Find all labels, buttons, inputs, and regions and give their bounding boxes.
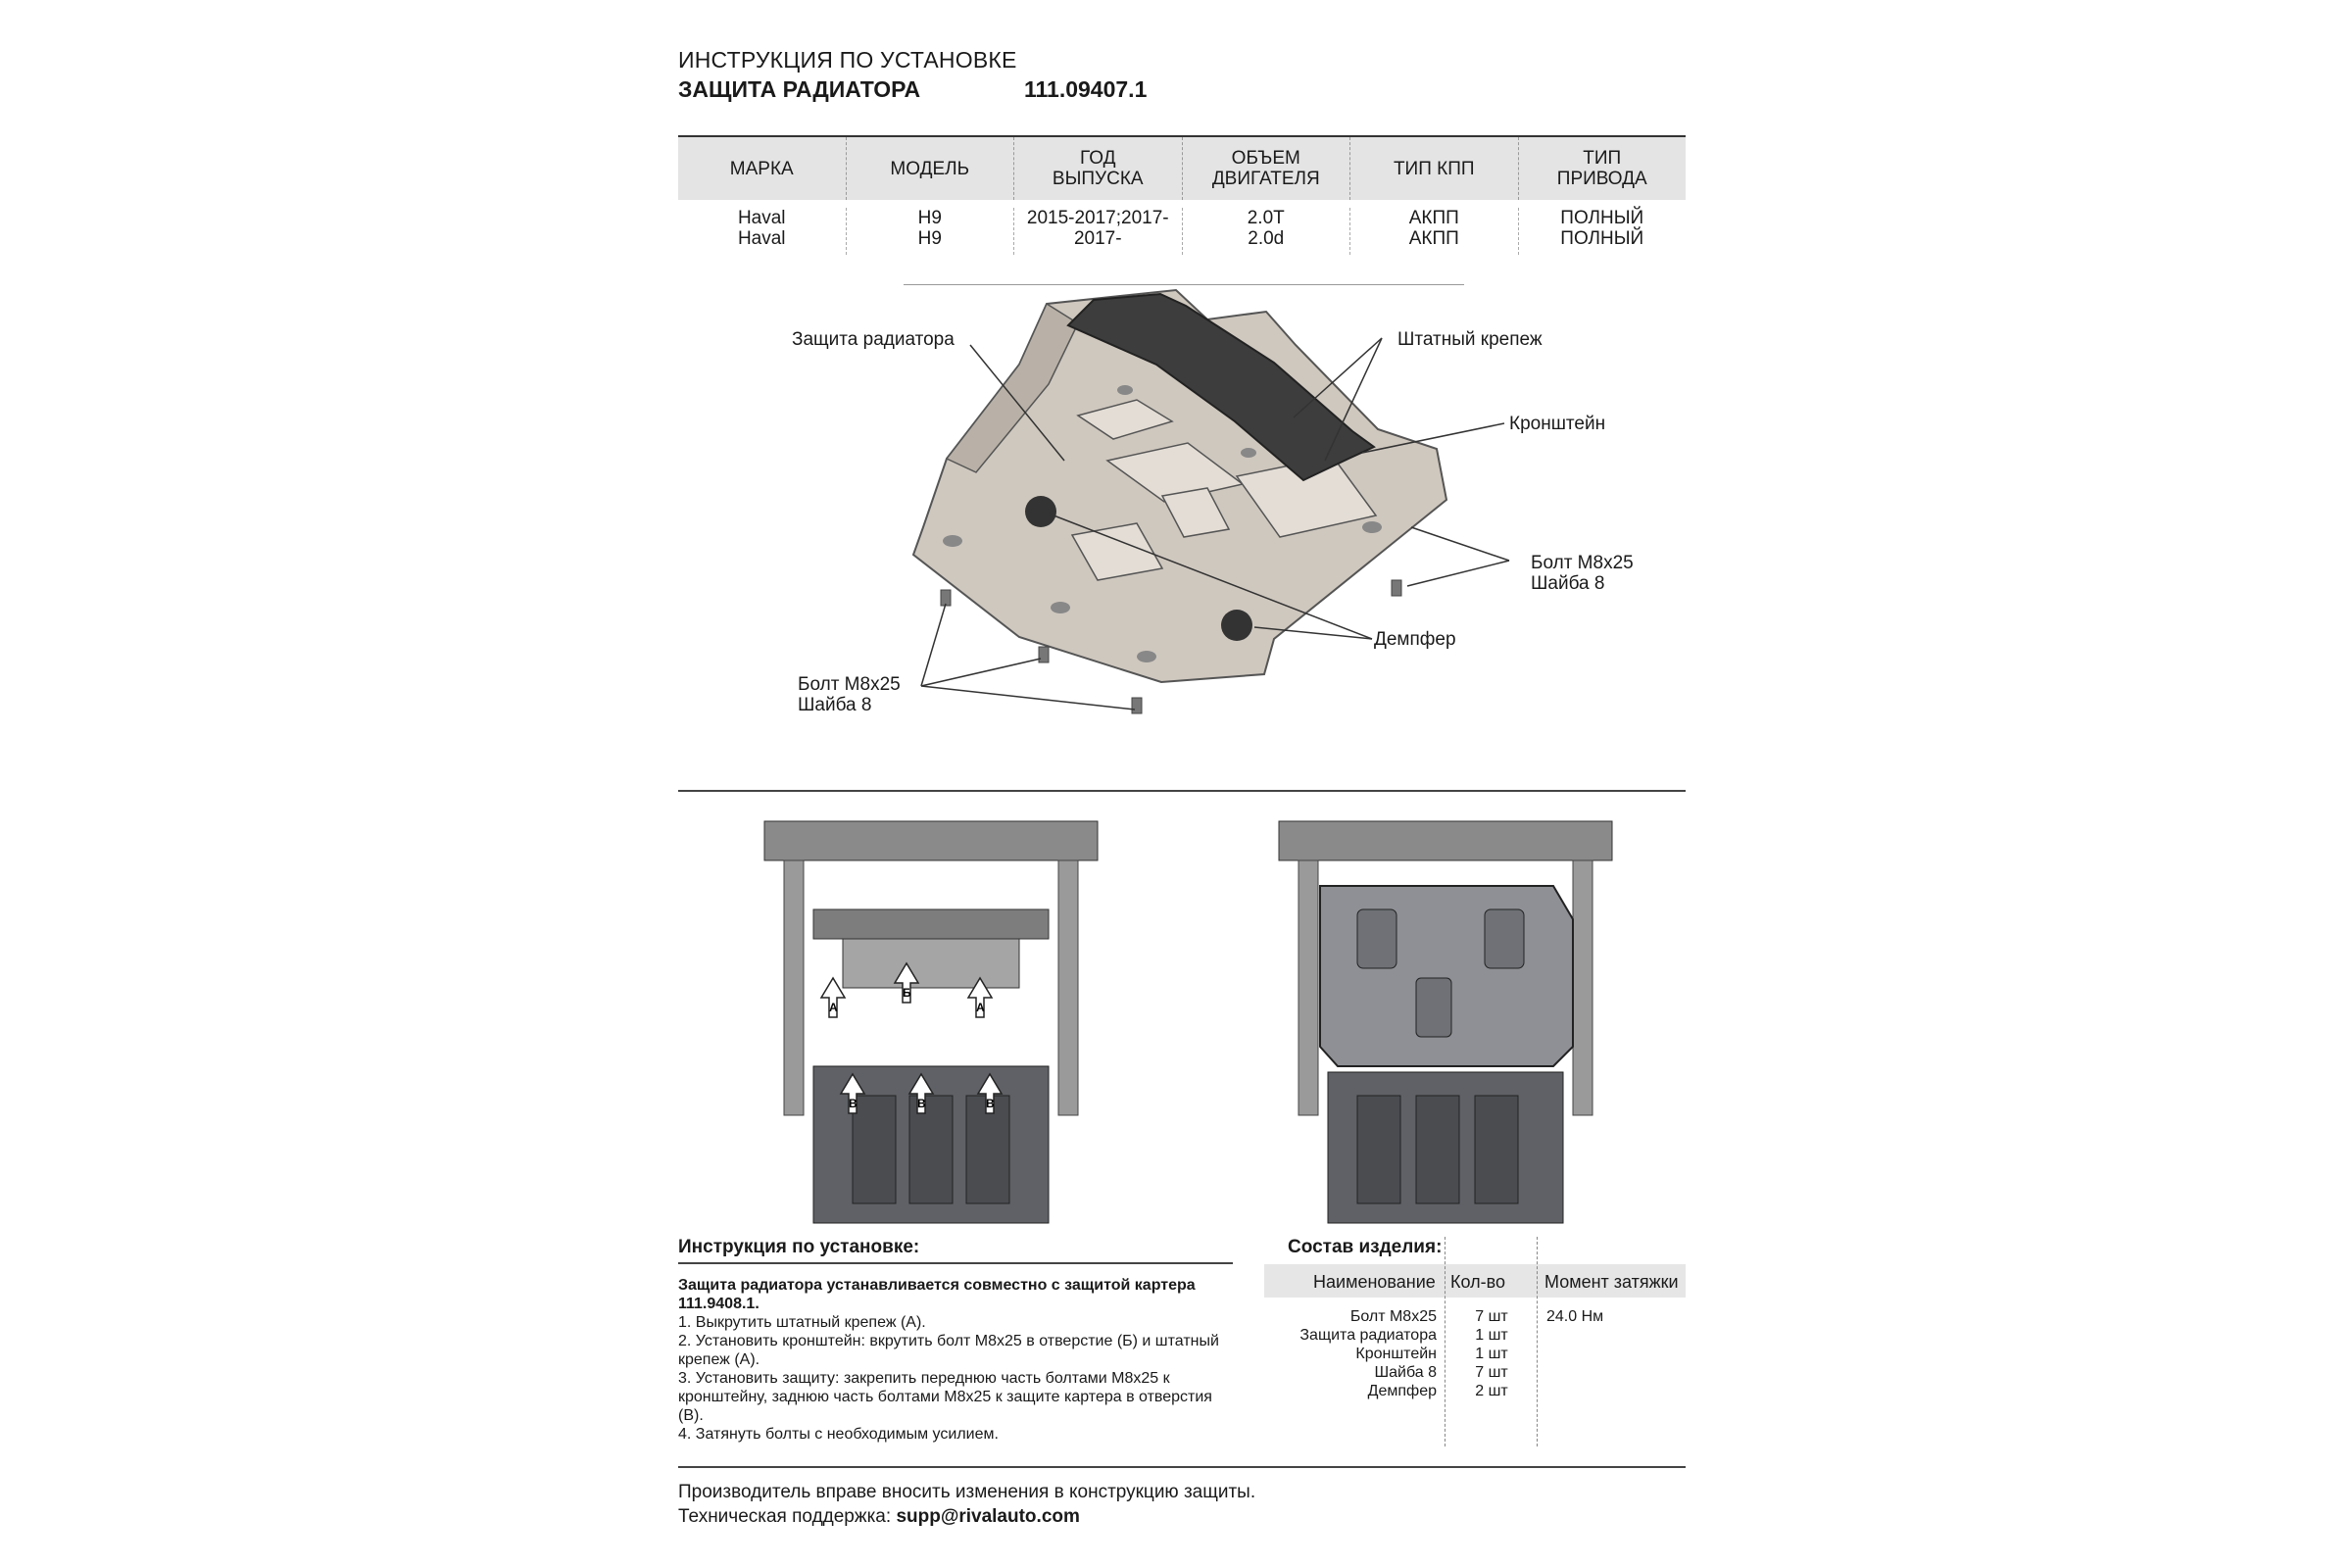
spec-cell: ПОЛНЫЙ [1560, 228, 1644, 249]
marker-v: В [986, 1097, 995, 1110]
separator [678, 790, 1686, 792]
column-divider [1537, 1237, 1538, 1446]
kit-header-name: Наименование [1313, 1272, 1436, 1292]
label-bracket: Кронштейн [1509, 414, 1606, 434]
spec-cell: 2.0T [1247, 208, 1285, 228]
kit-item-qty: 7 шт [1475, 1364, 1508, 1381]
kit-col-torque: 24.0 Нм [1546, 1307, 1684, 1326]
kit-item-qty: 1 шт [1475, 1346, 1508, 1362]
kit-table-header [1264, 1264, 1686, 1298]
spec-cell: H9 [917, 228, 942, 249]
spec-table-header: МАРКА МОДЕЛЬ ГОД ВЫПУСКА ОБЪЕМ ДВИГАТЕЛЯ… [678, 135, 1686, 200]
column-divider [1445, 1237, 1446, 1446]
install-photo-before: А Б А В В В [763, 820, 1099, 1224]
instructions-title: Инструкция по установке: [678, 1237, 920, 1257]
kit-header-qty: Кол-во [1450, 1272, 1505, 1292]
marker-a: А [976, 1001, 985, 1014]
product-code: 111.09407.1 [1024, 76, 1148, 102]
spec-header-gearbox: ТИП КПП [1350, 137, 1519, 200]
doc-type-title: ИНСТРУКЦИЯ ПО УСТАНОВКЕ [678, 47, 1017, 73]
label-bolt-washer-right: Болт М8х25 Шайба 8 [1531, 553, 1634, 594]
kit-item-qty: 2 шт [1475, 1383, 1508, 1399]
instruction-step: 2. Установить кронштейн: вкрутить болт М… [678, 1333, 1219, 1368]
spec-header-drive: ТИП ПРИВОДА [1556, 148, 1647, 189]
support-line: Техническая поддержка: supp@rivalauto.co… [678, 1506, 1080, 1528]
kit-title: Состав изделия: [1288, 1237, 1443, 1257]
spec-col-brand: Haval Haval [678, 208, 847, 255]
spec-cell: ПОЛНЫЙ [1560, 208, 1644, 228]
separator [678, 1466, 1686, 1468]
product-title: ЗАЩИТА РАДИАТОРА [678, 76, 921, 102]
label-bolt-washer-left: Болт М8х25 Шайба 8 [798, 674, 901, 715]
spec-col-gearbox: АКПП АКПП [1350, 208, 1519, 255]
spec-table-body: Haval Haval H9 H9 2015-2017;2017- 2017- … [678, 200, 1686, 255]
kit-header-torque: Момент затяжки [1544, 1272, 1679, 1292]
kit-item-qty: 7 шт [1475, 1308, 1508, 1325]
spec-col-engine: 2.0T 2.0d [1183, 208, 1350, 255]
spec-header-brand: МАРКА [678, 137, 847, 200]
instruction-step: 4. Затянуть болты с необходимым усилием. [678, 1426, 999, 1443]
support-label: Техническая поддержка: [678, 1506, 897, 1527]
separator [678, 1262, 1233, 1264]
label-radiator-shield: Защита радиатора [792, 329, 955, 350]
spec-col-drive: ПОЛНЫЙ ПОЛНЫЙ [1519, 208, 1687, 255]
spec-cell: АКПП [1408, 208, 1459, 228]
spec-cell: 2.0d [1248, 228, 1285, 249]
spec-cell: 2015-2017;2017- [1026, 208, 1169, 228]
kit-item-name: Болт М8х25 [1349, 1308, 1437, 1325]
separator [904, 284, 1464, 285]
kit-item-name: Шайба 8 [1374, 1364, 1437, 1381]
marker-b: Б [903, 986, 911, 1000]
label-damper: Демпфер [1374, 629, 1456, 650]
spec-col-model: H9 H9 [847, 208, 1014, 255]
vehicle-spec-table: МАРКА МОДЕЛЬ ГОД ВЫПУСКА ОБЪЕМ ДВИГАТЕЛЯ… [678, 135, 1686, 255]
instruction-step: 3. Установить защиту: закрепить переднюю… [678, 1370, 1212, 1424]
spec-header-year: ГОД ВЫПУСКА [1014, 137, 1183, 200]
bolt-icon [940, 579, 1402, 714]
bracket-illustration [1066, 292, 1376, 482]
spec-cell: H9 [917, 208, 942, 228]
spec-cell: Haval [737, 208, 786, 228]
spec-header-model: МОДЕЛЬ [847, 137, 1014, 200]
instructions-body: Защита радиатора устанавливается совмест… [678, 1276, 1227, 1444]
spec-header-engine: ОБЪЕМ ДВИГАТЕЛЯ [1183, 137, 1350, 200]
kit-col-qty: 7 шт 1 шт 1 шт 7 шт 2 шт [1452, 1307, 1531, 1400]
support-email[interactable]: supp@rivalauto.com [896, 1506, 1080, 1527]
leader-lines [920, 337, 1510, 710]
manufacturer-note: Производитель вправе вносить изменения в… [678, 1482, 1256, 1502]
kit-col-names: Болт М8х25 Защита радиатора Кронштейн Ша… [1264, 1307, 1437, 1400]
marker-a: А [829, 1001, 838, 1014]
spec-cell: АКПП [1408, 228, 1459, 249]
instruction-step: 1. Выкрутить штатный крепеж (А). [678, 1314, 926, 1331]
label-standard-fastener: Штатный крепеж [1397, 329, 1543, 350]
install-photo-after [1278, 820, 1613, 1224]
spec-cell: Haval [737, 228, 786, 249]
spec-cell: 2017- [1073, 228, 1122, 249]
spec-col-year: 2015-2017;2017- 2017- [1014, 208, 1183, 255]
kit-item-name: Защита радиатора [1299, 1327, 1437, 1344]
kit-item-qty: 1 шт [1475, 1327, 1508, 1344]
kit-item-torque: 24.0 Нм [1546, 1308, 1604, 1325]
instructions-intro: Защита радиатора устанавливается совмест… [678, 1277, 1196, 1312]
marker-v: В [917, 1097, 926, 1110]
radiator-shield-illustration [911, 288, 1448, 684]
kit-item-name: Демпфер [1367, 1383, 1437, 1399]
marker-v: В [849, 1097, 858, 1110]
kit-item-name: Кронштейн [1355, 1346, 1437, 1362]
